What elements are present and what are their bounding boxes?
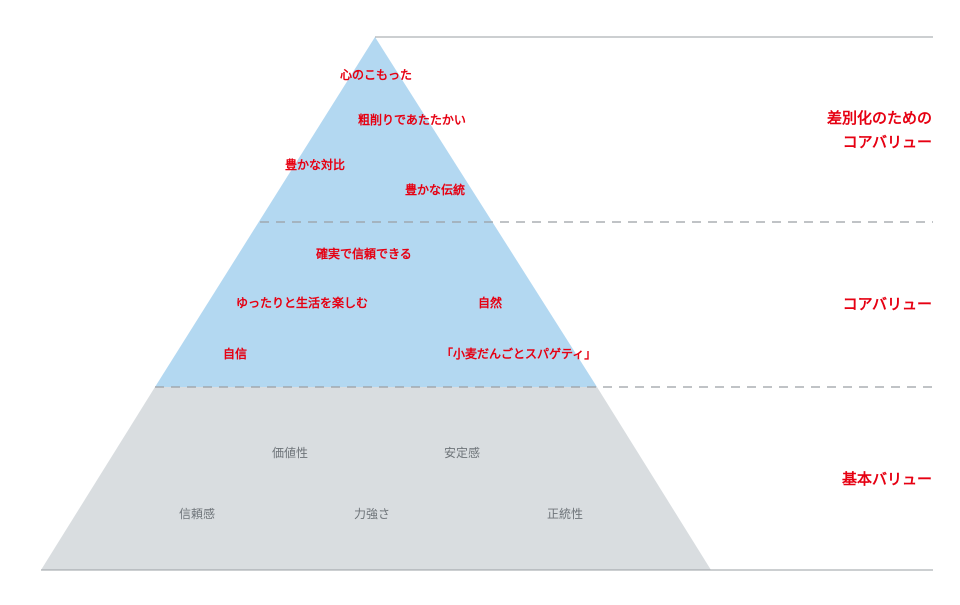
top-item-3: 豊かな対比 <box>285 158 346 172</box>
base-item-2: 安定感 <box>444 446 481 460</box>
middle-item-4: 自信 <box>223 347 248 361</box>
top-item-1: 心のこもった <box>340 68 413 82</box>
top-item-2: 粗削りであたたかい <box>358 113 466 127</box>
top-item-4: 豊かな伝統 <box>405 183 466 197</box>
base-item-5: 正統性 <box>547 507 584 521</box>
middle-item-1: 確実で信頼できる <box>316 247 412 261</box>
pyramid-base-region <box>41 387 711 570</box>
pyramid-upper-region <box>155 37 597 387</box>
base-item-3: 信頼感 <box>179 507 216 521</box>
tier-label-top-line2: コアバリュー <box>842 133 932 151</box>
tier-label-top-line1: 差別化のための <box>826 109 932 127</box>
middle-item-3: 自然 <box>478 296 503 310</box>
middle-item-5: 「小麦だんごとスパゲティ」 <box>441 347 597 361</box>
tier-label-middle: コアバリュー <box>842 295 932 313</box>
middle-item-2: ゆったりと生活を楽しむ <box>236 296 369 310</box>
tier-label-top: 差別化のための コアバリュー <box>827 106 932 154</box>
tier-label-base: 基本バリュー <box>841 470 932 488</box>
base-item-4: 力強さ <box>354 507 391 521</box>
base-item-1: 価値性 <box>272 446 309 460</box>
